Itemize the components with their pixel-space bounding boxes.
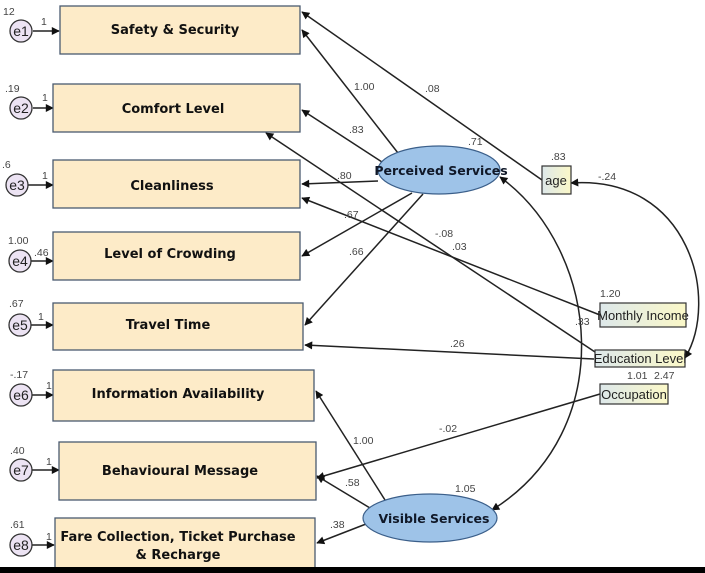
svg-text:Visible Services: Visible Services xyxy=(379,511,490,526)
svg-text:e6: e6 xyxy=(13,387,29,403)
exogenous-variance: .83 xyxy=(551,151,566,163)
svg-text:Perceived Services: Perceived Services xyxy=(374,163,507,178)
path-visible-fare xyxy=(316,523,367,545)
error-variance: 1.00 xyxy=(8,235,29,247)
coef-perceived-safety: 1.00 xyxy=(354,81,375,93)
error-path-weight: 1 xyxy=(41,16,47,28)
error-e7: e7 .40 1 xyxy=(9,445,52,482)
indicator-label: Travel Time xyxy=(126,318,211,333)
indicator-label-line2: & Recharge xyxy=(136,548,221,563)
error-variance: .67 xyxy=(9,298,24,310)
error-e2: e2 .19 1 xyxy=(5,83,48,120)
latent-variance: 1.05 xyxy=(455,483,476,495)
error-variance: .6 xyxy=(2,159,11,171)
exogenous-age: age .83 xyxy=(541,151,572,195)
path-edu-travel xyxy=(304,341,595,360)
path-perceived-safety xyxy=(301,29,399,154)
error-path-weight: 1 xyxy=(42,92,48,104)
coef-edu-travel: .26 xyxy=(450,338,465,350)
svg-text:age: age xyxy=(545,173,567,188)
latent-visible-services: Visible Services 1.05 xyxy=(362,483,498,543)
latent-perceived-services: Perceived Services .71 xyxy=(374,136,508,195)
coef-perceived-crowd: .67 xyxy=(344,209,359,221)
svg-text:e1: e1 xyxy=(13,23,29,39)
svg-text:e8: e8 xyxy=(13,537,29,553)
indicator-fare: Fare Collection, Ticket Purchase & Recha… xyxy=(54,517,316,569)
path-perceived-crowd xyxy=(301,192,413,257)
coef-occ-behav: -.02 xyxy=(439,423,457,435)
indicator-comfort: Comfort Level xyxy=(52,83,301,133)
coef-visible-info: 1.00 xyxy=(353,435,374,447)
error-e5: e5 .67 1 xyxy=(8,298,44,337)
coef-visible-fare: .38 xyxy=(330,519,345,531)
indicator-travel: Travel Time xyxy=(52,302,304,351)
indicator-label: Comfort Level xyxy=(122,102,225,117)
error-variance: .40 xyxy=(10,445,25,457)
svg-text:Occupation: Occupation xyxy=(601,387,667,402)
error-path-weight: 1 xyxy=(42,170,48,182)
error-path-weight: 1 xyxy=(46,531,52,543)
cov-age-edu xyxy=(570,178,700,359)
error-path-weight: .46 xyxy=(34,247,49,259)
path-occ-behav xyxy=(316,393,601,480)
coef-perceived-comfort: .83 xyxy=(349,124,364,136)
error-path-weight: 1 xyxy=(46,456,52,468)
exogenous-occupation: Occupation 1.01 xyxy=(599,370,669,405)
latent-variance: .71 xyxy=(468,136,483,148)
svg-text:Education Level: Education Level xyxy=(594,351,687,366)
path-age-safety xyxy=(301,11,543,181)
coef-visible-behav: .58 xyxy=(345,477,360,489)
error-e4: e4 1.00 .46 xyxy=(8,235,49,273)
coef-age-safety: .08 xyxy=(425,83,440,95)
indicator-label: Level of Crowding xyxy=(104,247,236,262)
indicator-safety: Safety & Security xyxy=(59,5,301,55)
svg-text:e2: e2 xyxy=(13,100,29,116)
svg-text:e4: e4 xyxy=(12,253,28,269)
path-visible-behav xyxy=(316,475,371,509)
svg-text:Monthly Income: Monthly Income xyxy=(597,308,689,323)
svg-text:e5: e5 xyxy=(12,317,28,333)
path-visible-info xyxy=(315,390,386,501)
indicator-label: Behavioural Message xyxy=(102,464,258,479)
error-e1: e1 12 1 xyxy=(3,6,47,43)
coef-cov-perceived-visible: .33 xyxy=(575,316,590,328)
exogenous-variance: 1.01 xyxy=(627,370,648,382)
exogenous-education-level: Education Level 2.47 xyxy=(594,349,687,382)
error-e8: e8 .61 1 xyxy=(9,519,52,557)
exogenous-variance: 2.47 xyxy=(654,370,675,382)
error-e6: e6 -.17 1 xyxy=(9,369,52,407)
coef-cov-age-edu: -.24 xyxy=(598,171,616,183)
indicator-label: Safety & Security xyxy=(111,23,240,38)
indicator-behav: Behavioural Message xyxy=(58,441,317,501)
coef-perceived-clean: .80 xyxy=(337,170,352,182)
svg-text:e3: e3 xyxy=(9,177,25,193)
error-path-weight: 1 xyxy=(38,311,44,323)
svg-text:e7: e7 xyxy=(13,462,29,478)
indicator-crowd: Level of Crowding xyxy=(52,231,301,281)
error-variance: .61 xyxy=(10,519,25,531)
indicator-clean: Cleanliness xyxy=(52,159,301,209)
error-variance: -.17 xyxy=(10,369,28,381)
error-path-weight: 1 xyxy=(46,380,52,392)
exogenous-monthly-income: Monthly Income 1.20 xyxy=(597,288,689,328)
coef-income-clean: -.08 xyxy=(435,228,453,240)
coef-perceived-travel: .66 xyxy=(349,246,364,258)
indicator-label: Information Availability xyxy=(92,387,265,402)
error-variance: .19 xyxy=(5,83,20,95)
cov-perceived-visible xyxy=(491,176,583,511)
indicator-info: Information Availability xyxy=(52,369,315,422)
error-e3: e3 .6 1 xyxy=(2,159,48,197)
path-perceived-comfort xyxy=(301,109,383,163)
coef-edu-comfort: .03 xyxy=(452,241,467,253)
exogenous-variance: 1.20 xyxy=(600,288,621,300)
path-edu-comfort xyxy=(265,132,596,353)
indicator-label-line1: Fare Collection, Ticket Purchase xyxy=(60,530,295,545)
indicator-label: Cleanliness xyxy=(130,179,214,194)
bottom-border xyxy=(0,567,705,573)
path-perceived-travel xyxy=(304,193,424,326)
error-variance: 12 xyxy=(3,6,15,18)
